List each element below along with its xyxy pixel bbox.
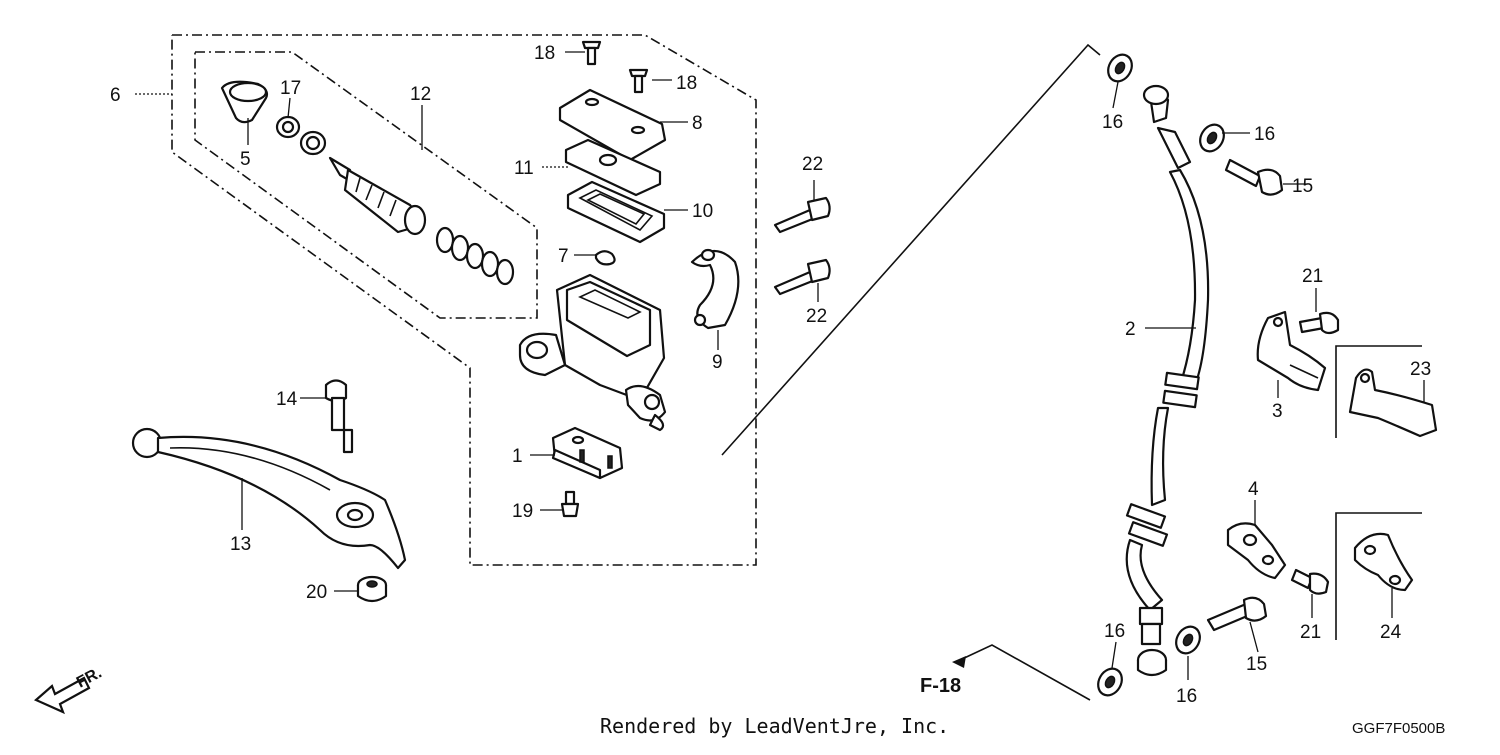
front-arrow-icon [33, 676, 91, 715]
callout-16d: 16 [1176, 686, 1197, 707]
boot-part[interactable] [220, 80, 269, 124]
hose-assembly-bracket [721, 43, 1101, 456]
diaphragm-plate-part[interactable] [564, 138, 662, 197]
callout-6: 6 [110, 85, 121, 106]
callout-9: 9 [712, 352, 723, 373]
front-direction-indicator: FR. [33, 664, 105, 715]
oil-bolt-15-lower[interactable] [1206, 596, 1268, 632]
master-cylinder-body[interactable] [518, 273, 667, 432]
brake-switch-part[interactable] [551, 426, 624, 480]
lever-nut-part[interactable] [356, 575, 388, 603]
switch-screw-part[interactable] [560, 490, 580, 518]
callout-18a: 18 [534, 43, 555, 64]
brake-lever-part[interactable] [131, 427, 407, 570]
callout-13: 13 [230, 534, 251, 555]
reservoir-cap-part[interactable] [558, 88, 667, 162]
oil-bolt-15-upper[interactable] [1224, 158, 1284, 196]
washer-16-top-left[interactable] [1103, 50, 1136, 85]
diaphragm-part[interactable] [566, 180, 666, 244]
callout-14: 14 [276, 389, 298, 410]
callout-18b: 18 [676, 73, 697, 94]
callout-8: 8 [692, 113, 703, 134]
clip-part[interactable] [594, 250, 616, 266]
callout-22a: 22 [802, 154, 823, 175]
callout-17: 17 [280, 78, 301, 99]
hose-guide-4-part[interactable] [1226, 522, 1287, 580]
callout-24: 24 [1380, 622, 1402, 643]
bolt-22-lower[interactable] [773, 258, 831, 296]
callout-4: 4 [1248, 479, 1259, 500]
circlip-part[interactable] [275, 115, 301, 139]
hose-clamp-23-part[interactable] [1348, 368, 1438, 438]
reference-link[interactable]: F-18 [920, 656, 966, 697]
callout-10: 10 [692, 201, 713, 222]
callout-23: 23 [1410, 359, 1431, 380]
washer-16-top-right[interactable] [1195, 120, 1228, 155]
callout-2: 2 [1125, 319, 1136, 340]
callout-7: 7 [558, 246, 569, 267]
bolt-22-upper[interactable] [773, 196, 831, 234]
callout-5: 5 [240, 149, 251, 170]
leader-17 [287, 97, 291, 119]
reference-label: F-18 [920, 675, 961, 697]
holder-part[interactable] [690, 248, 740, 330]
callout-15b: 15 [1246, 654, 1267, 675]
screw-18-top[interactable] [581, 40, 602, 66]
callout-16c: 16 [1104, 621, 1125, 642]
lever-pivot-bolt-part[interactable] [324, 379, 354, 454]
callout-21a: 21 [1302, 266, 1323, 287]
callout-19: 19 [512, 501, 533, 522]
hose-guide-24-part[interactable] [1353, 532, 1414, 592]
hose-clamp-3-part[interactable] [1256, 310, 1327, 392]
bolt-21-upper[interactable] [1298, 311, 1340, 335]
leader-15b [1249, 621, 1259, 653]
reference-arrow-icon [952, 656, 966, 668]
leader-16a [1112, 81, 1119, 109]
clamp-23-frame [1335, 345, 1422, 438]
brake-hose-part[interactable] [1125, 84, 1210, 677]
callout-22b: 22 [806, 306, 827, 327]
hose-assembly-bracket-lower [959, 644, 1091, 701]
piston-part[interactable] [328, 156, 427, 236]
clamp-24-frame [1335, 512, 1422, 640]
callout-21b: 21 [1300, 622, 1321, 643]
piston-washer-hole [305, 135, 321, 151]
callout-15a: 15 [1292, 176, 1313, 197]
diagram-code: GGF7F0500B [1352, 720, 1445, 737]
callout-20: 20 [306, 582, 327, 603]
bolt-21-lower[interactable] [1290, 568, 1330, 595]
spring-part[interactable] [435, 226, 515, 286]
leader-16c [1111, 641, 1117, 669]
callout-1: 1 [512, 446, 523, 467]
callout-16a: 16 [1102, 112, 1123, 133]
callout-11: 11 [514, 158, 534, 179]
callout-3: 3 [1272, 401, 1283, 422]
screw-18-second[interactable] [628, 68, 649, 94]
piston-kit-outline [194, 51, 538, 319]
callout-16b: 16 [1254, 124, 1275, 145]
footer-credit: Rendered by LeadVentJre, Inc. [600, 714, 949, 738]
callout-12: 12 [410, 84, 431, 105]
washer-16-bottom-right[interactable] [1171, 622, 1204, 657]
master-cylinder-group-outline [171, 34, 757, 566]
washer-16-bottom-left[interactable] [1093, 664, 1126, 699]
